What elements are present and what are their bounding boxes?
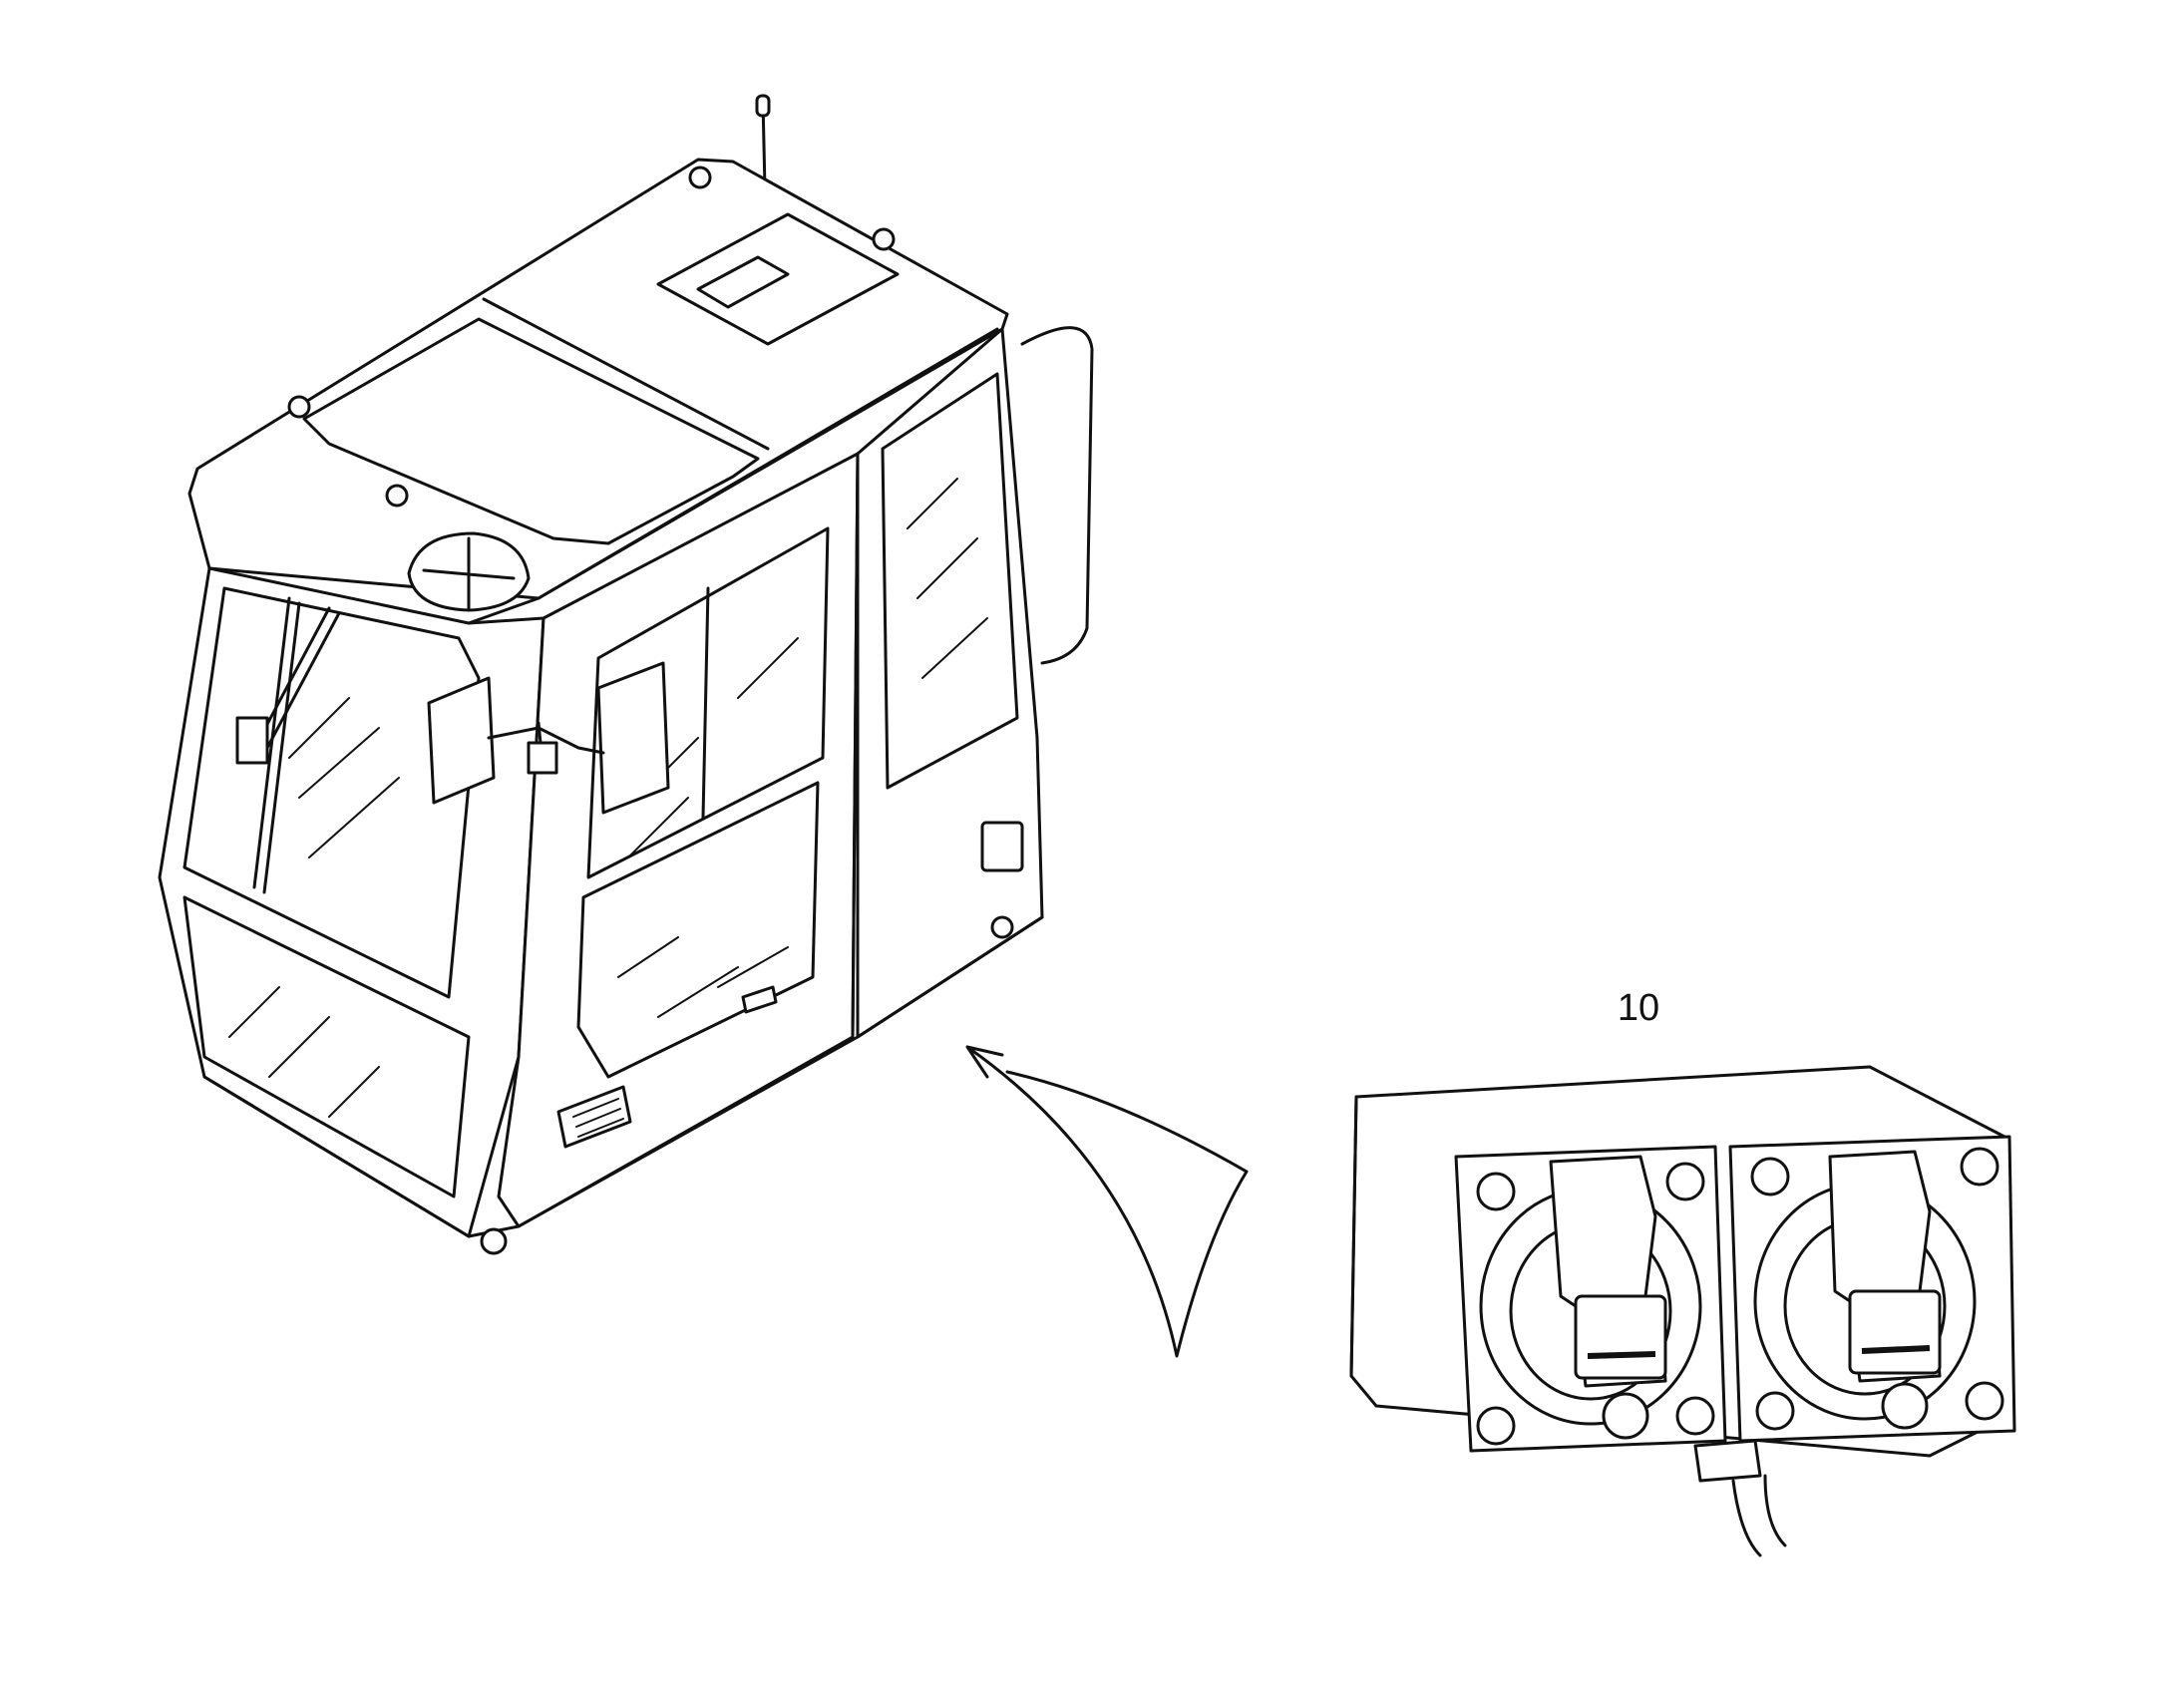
rear-side-window — [881, 372, 1019, 790]
door-rear-edge — [851, 452, 860, 1039]
rear-latch — [980, 821, 1024, 872]
socket-cover-line-left — [1587, 1351, 1656, 1359]
socket-cover-tab-right — [1848, 1289, 1942, 1375]
door-handle — [741, 985, 778, 1014]
cable-gland — [1693, 1439, 1762, 1483]
door-window-upper — [586, 526, 830, 879]
mirror-clamp — [527, 741, 558, 775]
lifting-eye — [287, 395, 311, 419]
rear-window-hatch — [907, 478, 988, 679]
wiper-motor — [235, 716, 269, 765]
glass-hatch — [228, 697, 400, 1118]
lifting-eye — [872, 227, 896, 251]
power-socket-assembly — [1349, 1065, 2016, 1557]
roof-skylight — [302, 317, 760, 545]
socket-logo-right — [1881, 1382, 1929, 1430]
housing-top-edge — [1349, 1095, 1358, 1378]
left-mirror — [427, 676, 496, 805]
power-cable — [1731, 1474, 1787, 1557]
pointer-arrow — [965, 1045, 1249, 1358]
door-vent-lines — [572, 1098, 624, 1138]
door-window-split — [701, 586, 710, 820]
front-windshield-frame — [158, 566, 545, 1238]
callout-label-10: 10 — [1617, 987, 1660, 1029]
antenna-tip — [755, 94, 771, 118]
socket-cover-tab-left — [1574, 1294, 1667, 1380]
operator-cab — [158, 94, 1094, 1255]
front-windshield-glass — [182, 586, 481, 999]
roof-hatch-handle — [696, 255, 790, 309]
mounting-screws — [1476, 1147, 2004, 1446]
rear-panel-bolt — [990, 915, 1014, 939]
cab-bottom-edge — [202, 915, 1044, 1238]
lifting-eye — [688, 166, 712, 189]
cab-corner-bolt — [480, 1227, 508, 1255]
roof-divider — [482, 297, 770, 451]
roof-light-detail — [422, 536, 516, 610]
socket-logo-left — [1602, 1392, 1649, 1440]
wiper-arm — [252, 596, 301, 894]
lifting-eye — [385, 484, 409, 508]
socket-cover-line-right — [1861, 1345, 1931, 1354]
lower-front-glass — [182, 895, 471, 1198]
grab-handle — [1020, 326, 1094, 665]
right-mirror — [596, 661, 670, 815]
door-window-lower — [576, 781, 820, 1079]
